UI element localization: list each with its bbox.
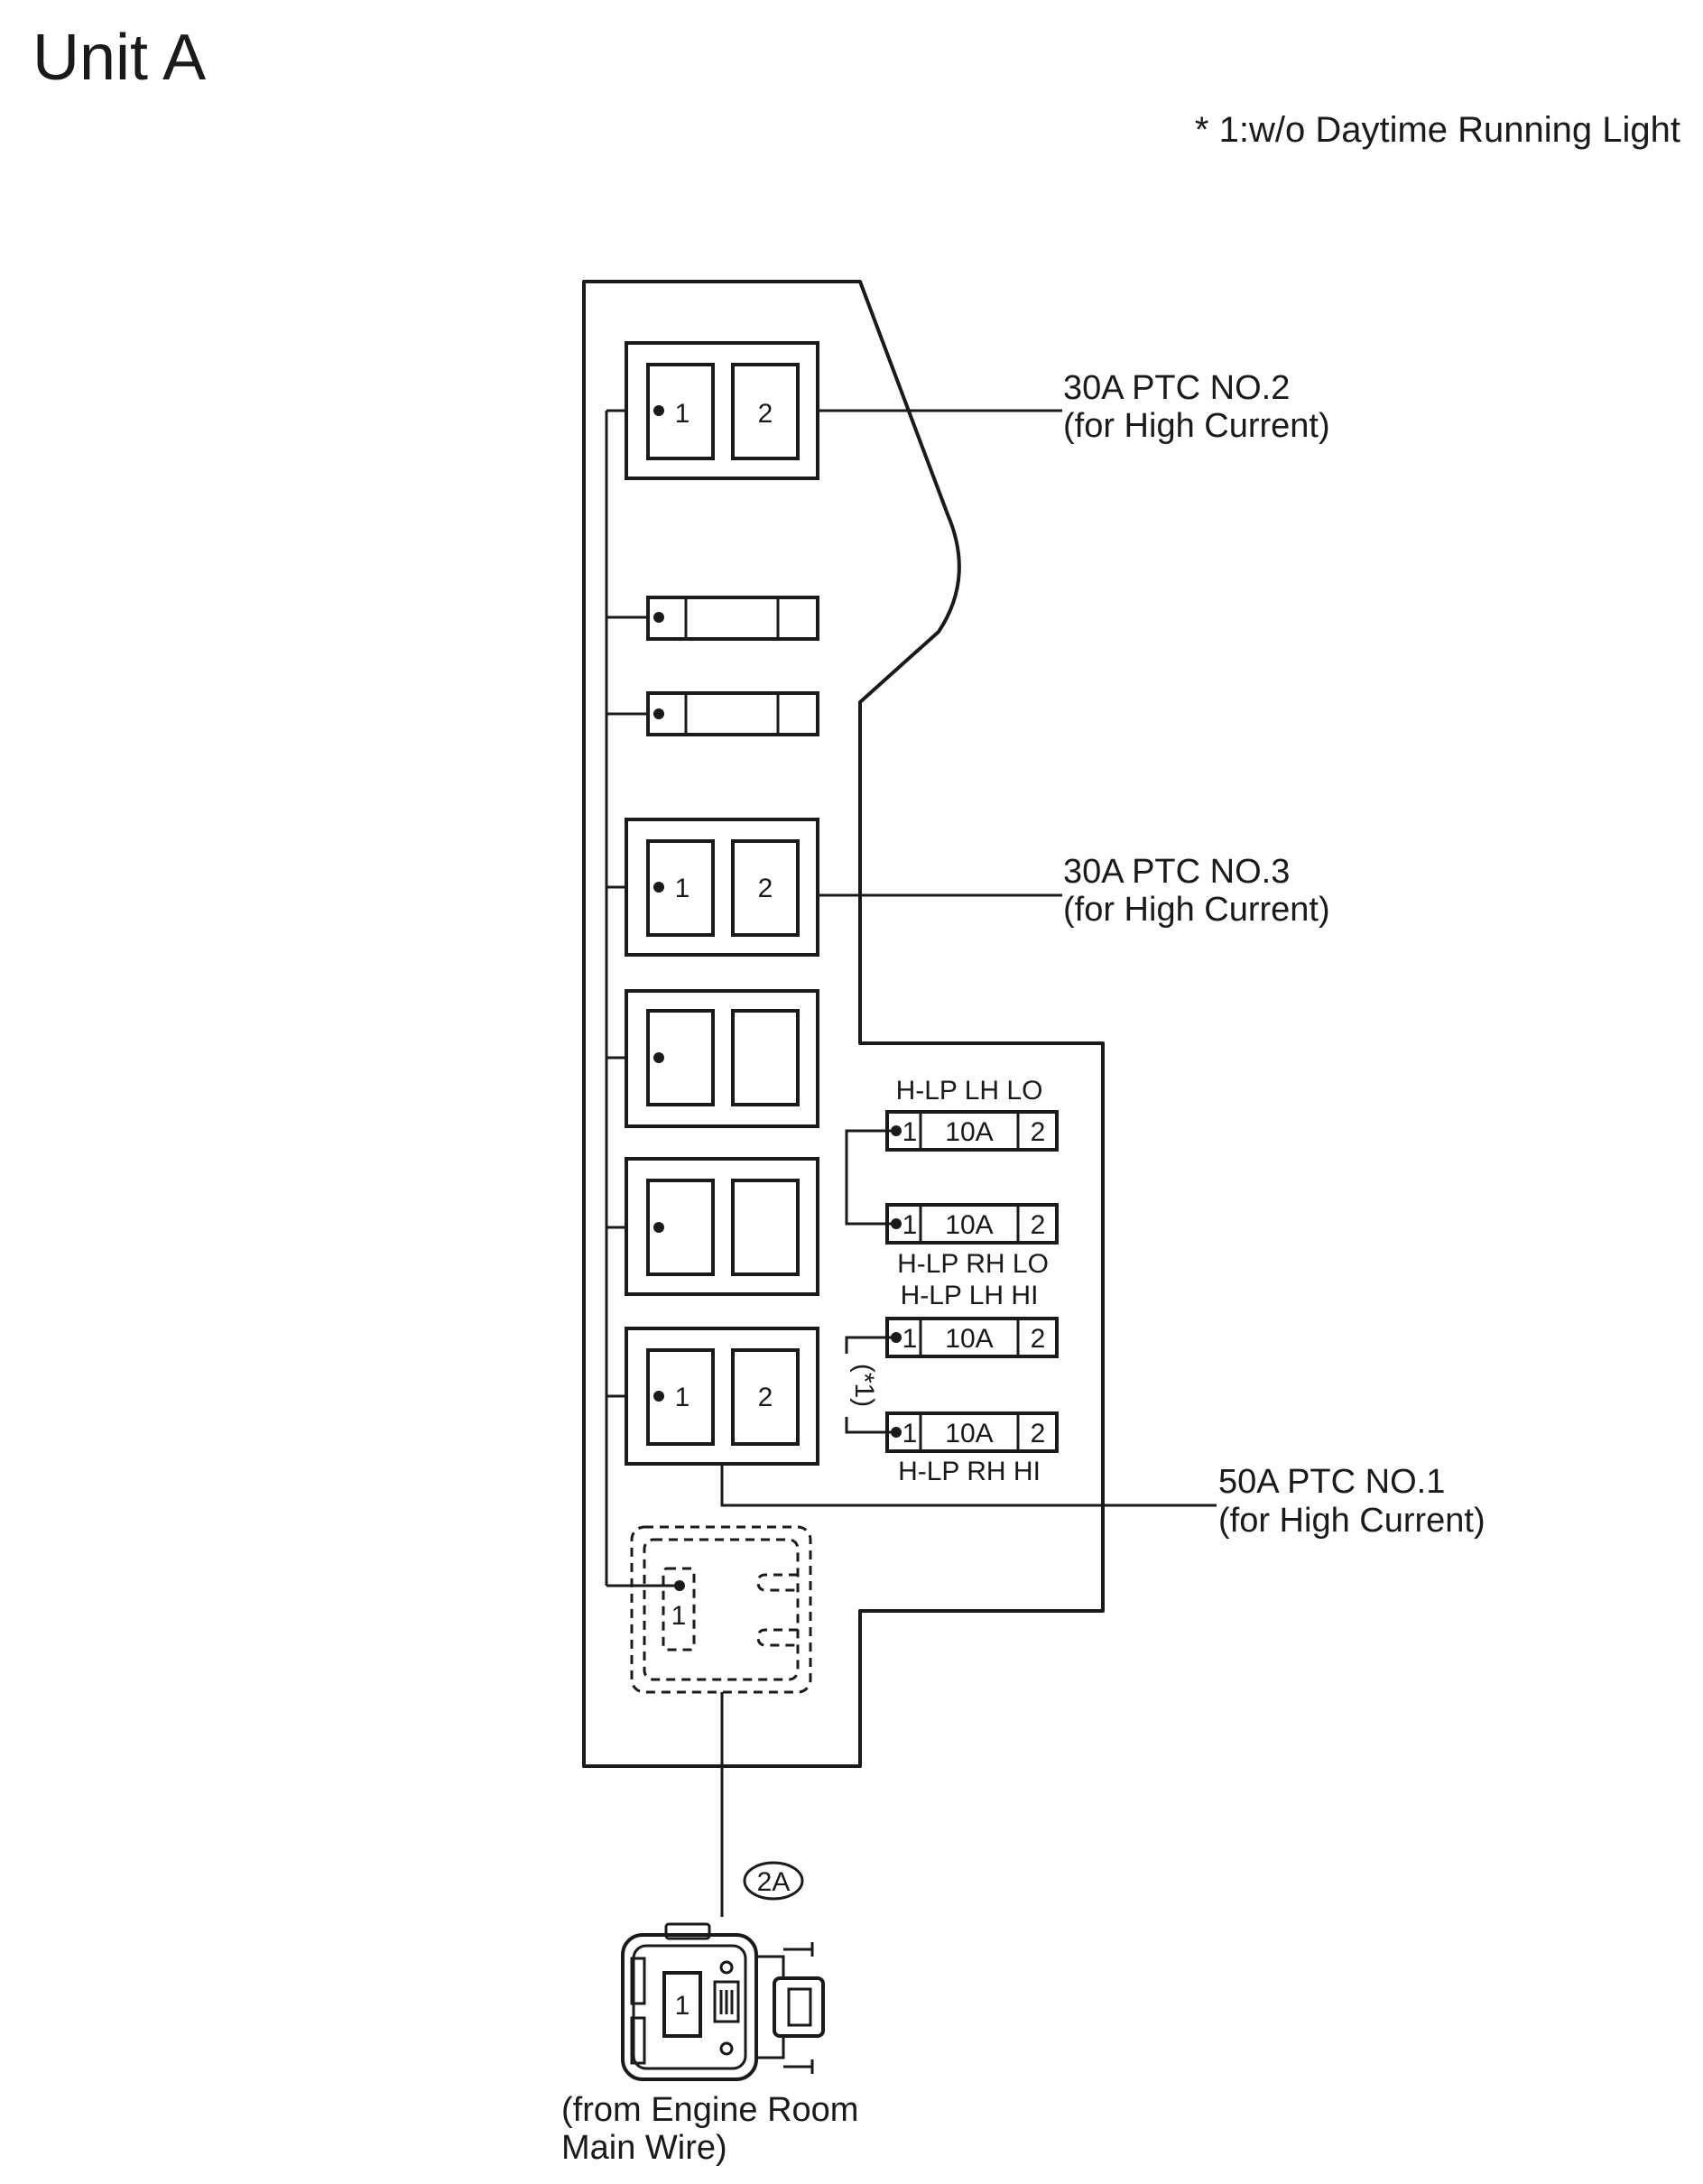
fuse-hlp-rh-lo-label: H-LP RH LO — [897, 1249, 1049, 1279]
relay-empty-2 — [625, 1157, 819, 1296]
fuse-pin2: 2 — [1031, 1324, 1046, 1354]
fuse-rating: 10A — [945, 1324, 993, 1354]
ptc-no1-pin2: 2 — [758, 1383, 773, 1412]
fuse-hlp-rh-lo: 1 10A 2 — [885, 1203, 1059, 1245]
fuse-pin2: 2 — [1031, 1210, 1046, 1240]
connector-pin1: 1 — [675, 1991, 690, 2021]
small-fuse-2 — [646, 691, 819, 736]
fuse-hlp-lh-lo: 1 10A 2 — [885, 1110, 1059, 1152]
internal-connector: 1 — [630, 1525, 812, 1694]
fuse-pin2: 2 — [1031, 1419, 1046, 1448]
fuse-hlp-lh-lo-label: H-LP LH LO — [896, 1076, 1043, 1106]
ptc-no1-pin1: 1 — [675, 1383, 690, 1412]
ptc-no3-pin1: 1 — [675, 874, 690, 903]
ptc-no3-label: 30A PTC NO.3 — [1063, 853, 1290, 891]
fuse-rating: 10A — [945, 1419, 993, 1448]
fuse-hlp-lh-hi: 1 10A 2 — [885, 1317, 1059, 1358]
internal-connector-pin1: 1 — [671, 1601, 687, 1631]
ptc-no3: 1 2 30A PTC NO.3 (for High Current) — [625, 818, 1330, 957]
small-fuse-1 — [646, 596, 819, 641]
ptc-no1-label: 50A PTC NO.1 — [1218, 1463, 1445, 1501]
ptc-no2: 1 2 30A PTC NO.2 (for High Current) — [625, 341, 1330, 480]
relay-empty-1 — [625, 989, 819, 1128]
lo-fuse-link — [845, 1129, 896, 1226]
hi-fuse-link-optional: (*1) — [845, 1336, 896, 1434]
fuse-rating: 10A — [945, 1210, 993, 1240]
ptc-no2-pin2: 2 — [758, 399, 773, 429]
fuse-rating: 10A — [945, 1117, 993, 1147]
ptc-no1-sublabel: (for High Current) — [1218, 1502, 1485, 1540]
ptc-no2-pin1: 1 — [675, 399, 690, 429]
daytime-light-ref: (*1) — [849, 1364, 879, 1407]
fuse-pin2: 2 — [1031, 1117, 1046, 1147]
ptc-no3-sublabel: (for High Current) — [1063, 891, 1330, 929]
ptc-no2-label: 30A PTC NO.2 — [1063, 369, 1290, 407]
connector-icon: 1 — [621, 1922, 825, 2081]
footnote: * 1:w/o Daytime Running Light — [1195, 110, 1680, 150]
connector-code: 2A — [757, 1867, 791, 1897]
connector-caption-line2: Main Wire) — [561, 2129, 727, 2167]
fuse-pin1: 1 — [902, 1324, 918, 1354]
ptc-no1: 1 2 50A PTC NO.1 (for High Current) — [625, 1327, 1485, 1540]
headlight-fuses: H-LP LH LO 1 10A 2 1 10A 2 H-LP RH LO H-… — [845, 1076, 1059, 1486]
fuse-pin1: 1 — [902, 1117, 918, 1147]
fuse-pin1: 1 — [902, 1210, 918, 1240]
page-title: Unit A — [32, 22, 206, 94]
connector-code-badge: 2A — [743, 1861, 804, 1901]
fuse-hlp-lh-hi-label: H-LP LH HI — [901, 1281, 1039, 1310]
fuse-hlp-rh-hi: 1 10A 2 — [885, 1411, 1059, 1453]
fuse-pin1: 1 — [902, 1419, 918, 1448]
connector-caption-line1: (from Engine Room — [561, 2091, 858, 2129]
ptc-no3-pin2: 2 — [758, 874, 773, 903]
ptc-no2-sublabel: (for High Current) — [1063, 407, 1330, 445]
fuse-hlp-rh-hi-label: H-LP RH HI — [898, 1457, 1041, 1486]
